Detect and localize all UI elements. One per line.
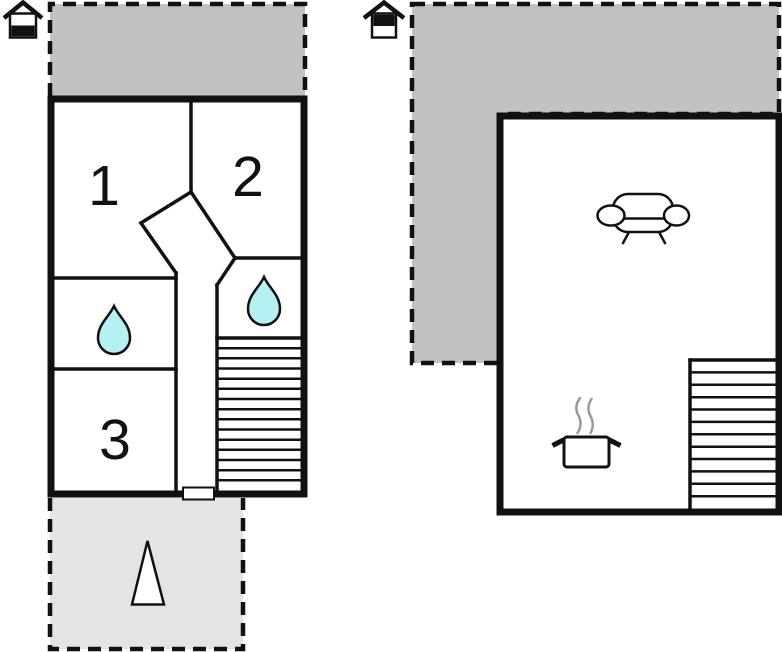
house-roof bbox=[362, 0, 406, 20]
room-label-3: 3 bbox=[99, 408, 131, 472]
sofa-icon bbox=[596, 192, 691, 245]
house-lower-level-filled-icon bbox=[2, 0, 44, 39]
house-roof bbox=[2, 0, 44, 20]
lower-floor-plan: 1 2 3 bbox=[2, 0, 308, 652]
interior-walls bbox=[52, 100, 303, 493]
upper-floor-outline bbox=[496, 112, 782, 516]
house-upper-level-filled-icon bbox=[362, 0, 406, 39]
room-label-2: 2 bbox=[232, 145, 264, 209]
balcony-dashed-area bbox=[47, 1, 308, 96]
cooking-pot-icon bbox=[551, 396, 622, 469]
tree-icon bbox=[130, 540, 166, 606]
water-drop-icon bbox=[246, 273, 282, 327]
steam-wave bbox=[587, 397, 594, 435]
water-drop-icon bbox=[96, 302, 132, 356]
upper-floor-plan bbox=[362, 0, 782, 516]
door-opening bbox=[182, 486, 215, 501]
room-label-1: 1 bbox=[88, 154, 120, 218]
staircase bbox=[688, 358, 778, 511]
steam-wave bbox=[575, 396, 582, 435]
staircase bbox=[217, 346, 301, 482]
